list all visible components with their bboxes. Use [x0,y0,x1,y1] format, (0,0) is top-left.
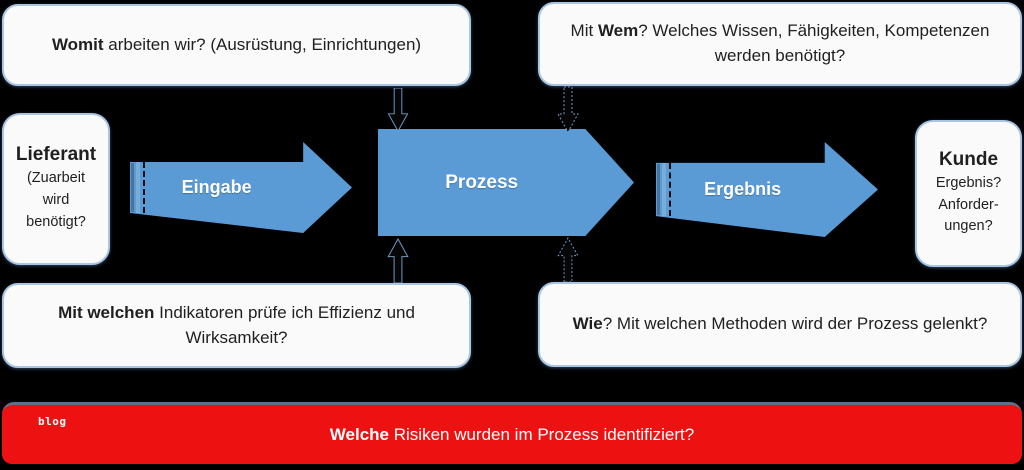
arrow-tail-dash [143,162,145,213]
connector-arrow-down-right-icon [557,86,579,134]
question-box-indicators: Mit welchen Indikatoren prüfe ich Effizi… [2,283,471,368]
customer-title: Kunde [938,148,999,170]
watermark-text: blog [38,415,67,428]
customer-subtitle: Ergebnis? Anforder- ungen? [935,174,1002,235]
arrow-tail-dash [669,162,671,217]
question-box-methods: Wie? Mit welchen Methoden wird der Proze… [538,282,1022,367]
arrow-tail-stripe [662,162,666,217]
connector-arrow-up-right-icon [557,237,579,282]
input-arrow: Eingabe [130,142,352,233]
question-text: Mit welchen Indikatoren prüfe ich Effizi… [58,302,415,347]
supplier-box: Lieferant (Zuarbeit wird benötigt? [2,113,110,265]
process-arrow: Prozess [378,129,634,236]
arrow-tail-stripe [657,163,660,216]
arrow-tail-stripe [136,162,140,213]
question-box-people: Mit Wem? Welches Wissen, Fähigkeiten, Ko… [538,2,1022,86]
output-arrow: Ergebnis [656,142,878,237]
connector-arrow-up-left-icon [387,238,409,283]
arrow-tail-stripe [131,162,134,213]
output-arrow-label: Ergebnis [704,179,782,199]
supplier-title: Lieferant [15,144,97,166]
supplier-subtitle: (Zuarbeit wird benötigt? [26,170,86,230]
input-arrow-label: Eingabe [181,177,252,197]
risk-bar-text: Welche Risiken wurden im Prozess identif… [329,424,695,444]
customer-box: Kunde Ergebnis? Anforder- ungen? [915,120,1022,267]
question-text: Wie? Mit welchen Methoden wird der Proze… [572,314,988,334]
process-arrow-label: Prozess [445,171,519,193]
question-text: Mit Wem? Welches Wissen, Fähigkeiten, Ko… [570,21,990,65]
question-text: Womit arbeiten wir? (Ausrüstung, Einrich… [51,34,422,54]
risk-bar: Welche Risiken wurden im Prozess identif… [2,402,1022,464]
question-box-equipment: Womit arbeiten wir? (Ausrüstung, Einrich… [2,4,471,86]
connector-arrow-down-left-icon [387,88,409,132]
